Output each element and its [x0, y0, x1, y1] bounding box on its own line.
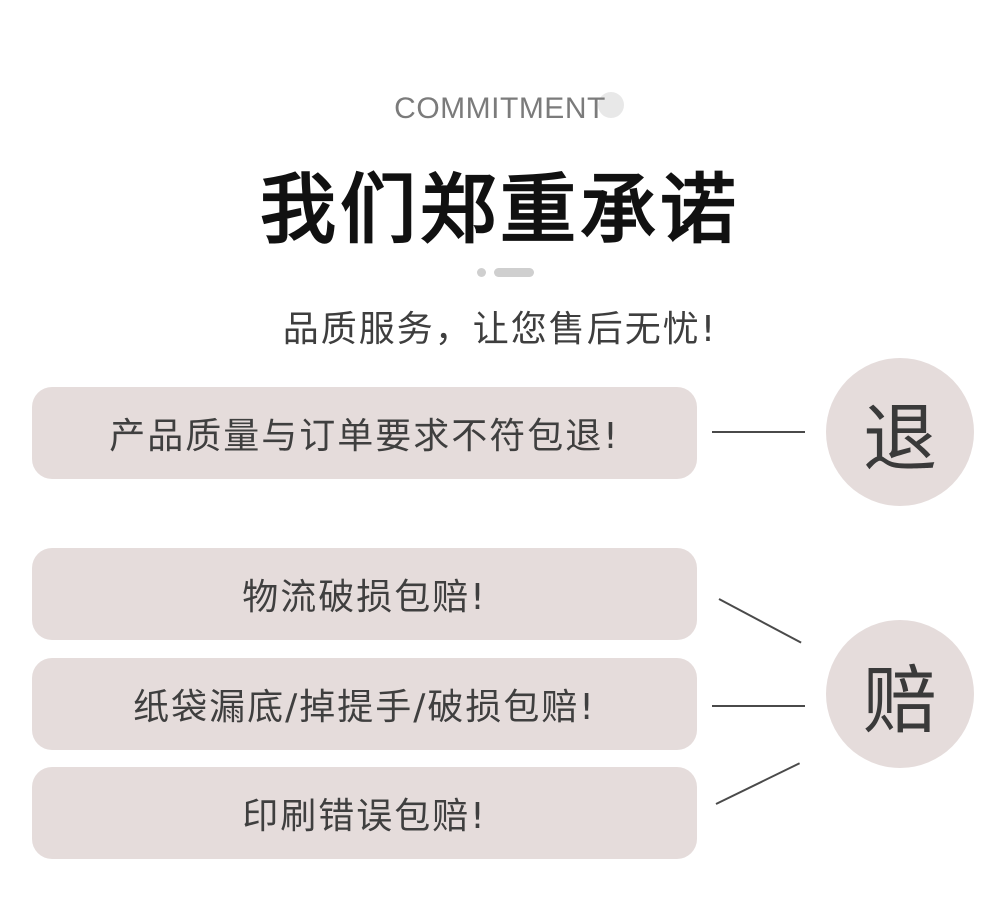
connector-line-printing — [715, 762, 801, 805]
divider-bar — [494, 268, 534, 277]
eyebrow-text: COMMITMENT — [394, 92, 606, 125]
page-subtitle: 品质服务，让您售后无忧! — [282, 309, 718, 350]
commitment-card-logistics-damage: 物流破损包赔! — [32, 548, 697, 640]
commitment-card-printing-error: 印刷错误包赔! — [32, 767, 697, 859]
page-title: 我们郑重承诺 — [260, 165, 740, 254]
connector-line-logistics — [718, 598, 802, 644]
eyebrow-decoration-dot — [598, 92, 624, 118]
return-circle-badge: 退 — [826, 358, 974, 506]
commitment-card-bag-defects: 纸袋漏底/掉提手/破损包赔! — [32, 658, 697, 750]
connector-line-bag-defects — [712, 705, 805, 707]
divider-dot — [477, 268, 486, 277]
connector-line-return — [712, 431, 805, 433]
commitment-card-return-quality: 产品质量与订单要求不符包退! — [32, 387, 697, 479]
compensation-circle-badge: 赔 — [826, 620, 974, 768]
